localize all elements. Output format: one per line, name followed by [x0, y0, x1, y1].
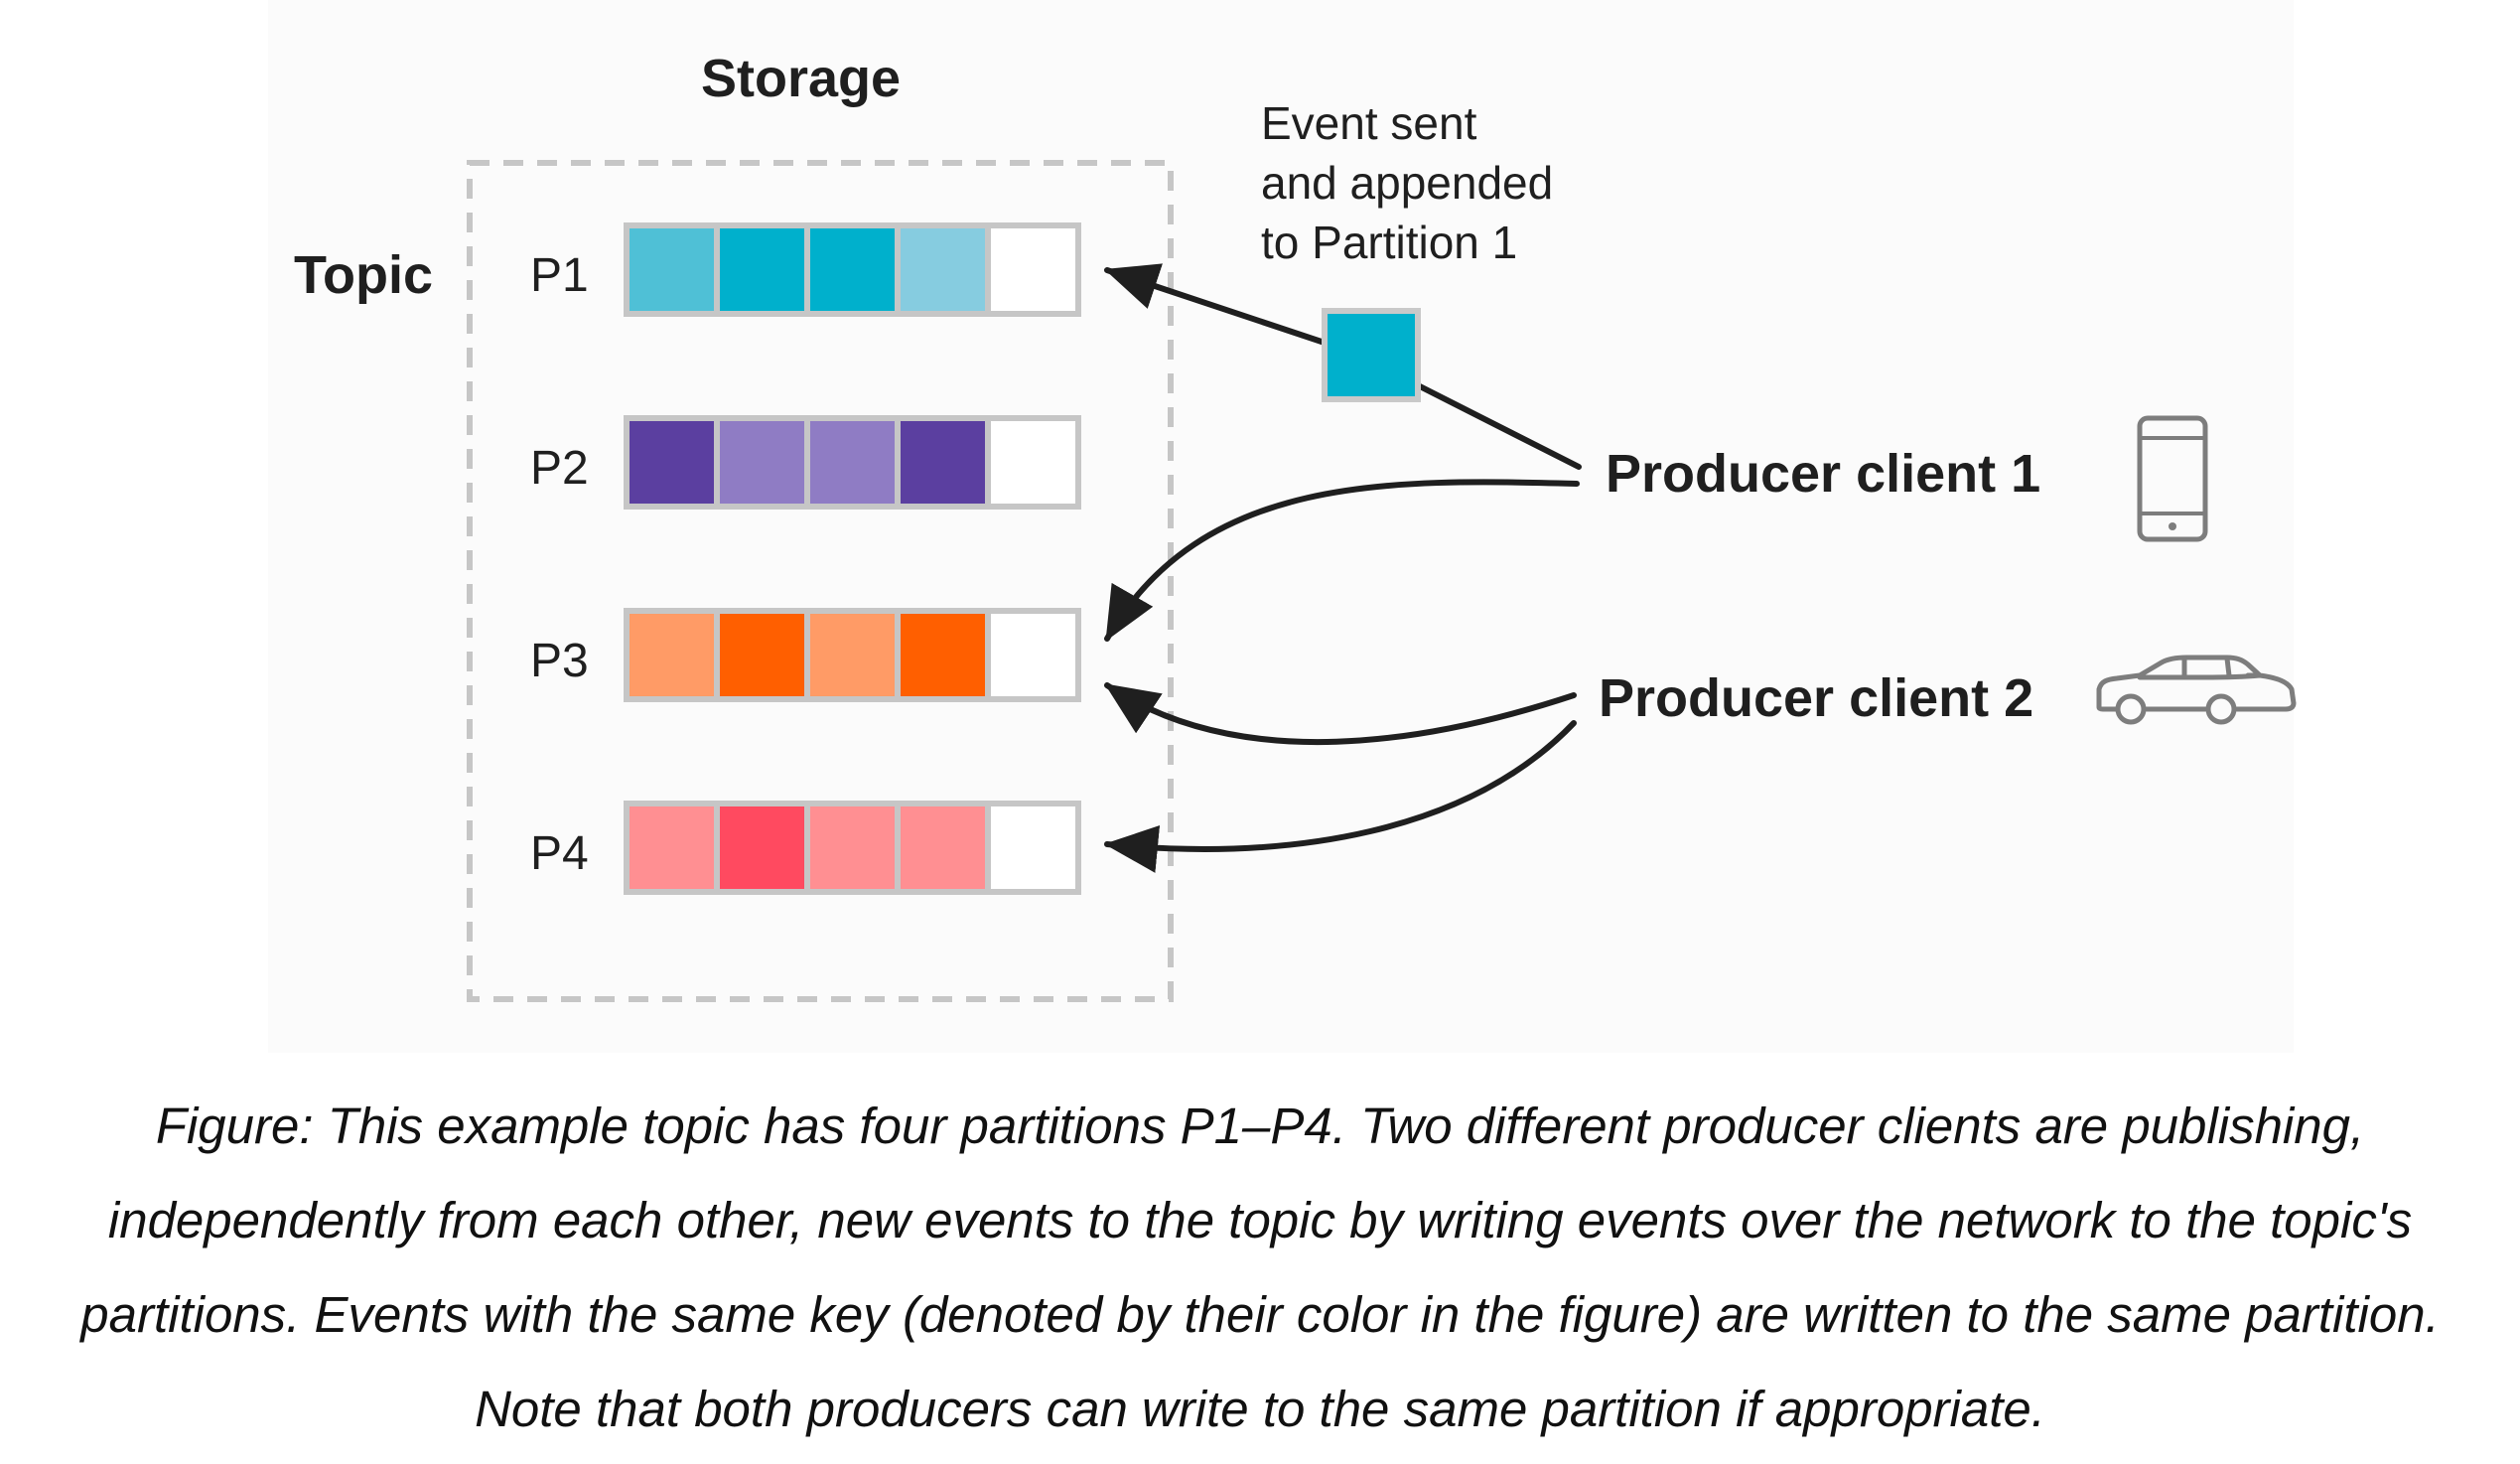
event-cell [720, 614, 804, 696]
event-cell [810, 614, 895, 696]
caption-line: independently from each other, new event… [107, 1192, 2413, 1248]
arrow-producer1-to-p1 [1104, 263, 1328, 346]
event-cell [630, 806, 714, 889]
event-cell [630, 228, 714, 311]
producer-client-2-label: Producer client 2 [1599, 668, 2034, 728]
arrow-producer2-to-p3 [1104, 682, 1577, 746]
empty-slot [991, 806, 1075, 889]
topic-label: Topic [294, 245, 433, 305]
event-cell [630, 614, 714, 696]
figure-caption: Figure: This example topic has four part… [0, 1079, 2520, 1456]
event-cell [720, 421, 804, 504]
event-cell [630, 421, 714, 504]
event-cell [810, 421, 895, 504]
event-cell [901, 421, 985, 504]
event-cell [810, 806, 895, 889]
diagram-background [268, 0, 2294, 1053]
storage-boundary [467, 160, 1174, 1002]
event-block [1322, 308, 1421, 402]
empty-slot [991, 228, 1075, 311]
car-icon [2096, 655, 2297, 725]
event-cell [720, 228, 804, 311]
partition-label-p4: P4 [530, 827, 589, 880]
event-annotation: Event sent and appended to Partition 1 [1261, 97, 1554, 268]
event-cell [901, 614, 985, 696]
producer-client-1-label: Producer client 1 [1606, 444, 2041, 504]
phone-icon [2137, 415, 2208, 542]
arrow-producer1-to-p1 [1417, 383, 1582, 470]
caption-line: Figure: This example topic has four part… [155, 1098, 2365, 1154]
event-cell [720, 806, 804, 889]
empty-slot [991, 421, 1075, 504]
arrow-producer1-to-p3 [1104, 479, 1580, 642]
partition-rows [624, 222, 1081, 895]
caption-line: partitions. Events with the same key (de… [80, 1286, 2440, 1343]
storage-title: Storage [701, 49, 902, 108]
caption-line: Note that both producers can write to th… [475, 1381, 2045, 1437]
event-cell [901, 228, 985, 311]
event-cell [810, 228, 895, 311]
topic-partition-diagram [467, 160, 2297, 1002]
event-cell [901, 806, 985, 889]
partition-label-p2: P2 [530, 442, 589, 495]
arrow-producer2-to-p4 [1104, 720, 1577, 873]
empty-slot [991, 614, 1075, 696]
partition-label-p1: P1 [530, 249, 589, 302]
partition-label-p3: P3 [530, 635, 589, 687]
